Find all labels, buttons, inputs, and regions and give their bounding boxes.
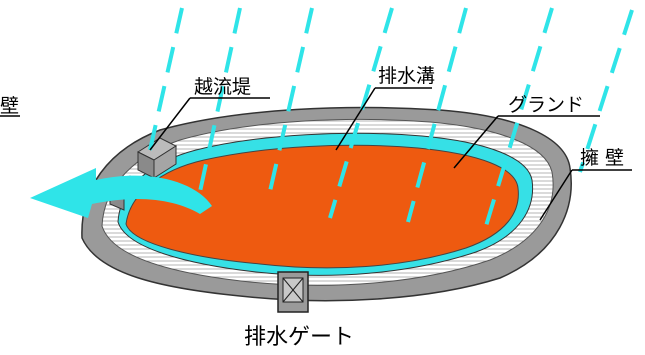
label-left-wall-partial: 壁 [0, 95, 19, 117]
label-retaining-wall: 擁 壁 [580, 147, 624, 169]
label-drainage-ditch: 排水溝 [378, 65, 435, 87]
leader-lines [0, 87, 632, 221]
label-ground: グランド [508, 94, 584, 116]
label-drain-gate: 排水ゲート [244, 325, 354, 350]
overflow-arrow [30, 168, 212, 218]
label-overflow-weir: 越流堤 [194, 76, 251, 98]
drain-gate-box [277, 271, 309, 313]
rain-lines [148, 7, 634, 227]
